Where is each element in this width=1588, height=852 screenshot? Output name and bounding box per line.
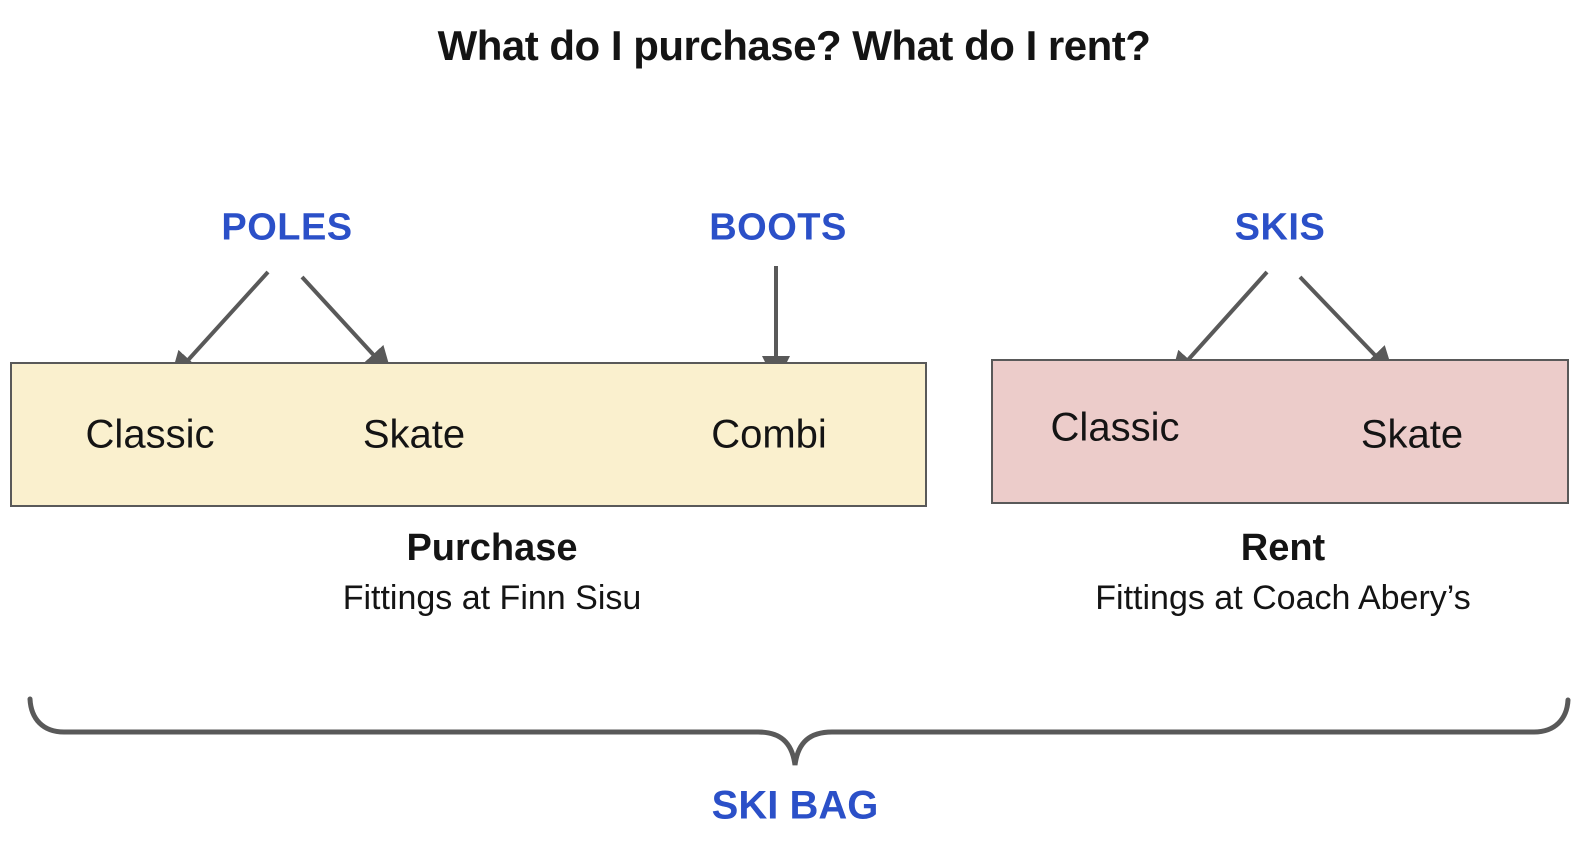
arrow-poles-to-skate	[300, 275, 394, 377]
rent-box: Classic Skate	[991, 359, 1569, 504]
purchase-caption-subtitle: Fittings at Finn Sisu	[342, 579, 642, 617]
ski-bag-label: SKI BAG	[711, 783, 879, 828]
purchase-box: Classic Skate Combi	[10, 362, 927, 507]
ski-bag-brace	[27, 696, 1571, 766]
purchase-caption-title: Purchase	[406, 527, 578, 569]
purchase-item-combi: Combi	[711, 412, 827, 457]
purchase-caption: Purchase Fittings at Finn Sisu	[343, 524, 642, 624]
label-poles: POLES	[221, 206, 353, 249]
purchase-item-skate: Skate	[362, 412, 466, 457]
rent-caption-subtitle: Fittings at Coach Abery’s	[1095, 579, 1471, 617]
label-boots: BOOTS	[709, 206, 847, 249]
rent-caption: Rent Fittings at Coach Abery’s	[1095, 524, 1470, 624]
diagram-title: What do I purchase? What do I rent?	[437, 22, 1151, 69]
rent-item-classic: Classic	[1050, 405, 1180, 450]
label-skis: SKIS	[1234, 206, 1326, 249]
rent-item-skate: Skate	[1360, 412, 1464, 457]
purchase-item-classic: Classic	[85, 412, 215, 457]
rent-caption-title: Rent	[1240, 527, 1326, 569]
